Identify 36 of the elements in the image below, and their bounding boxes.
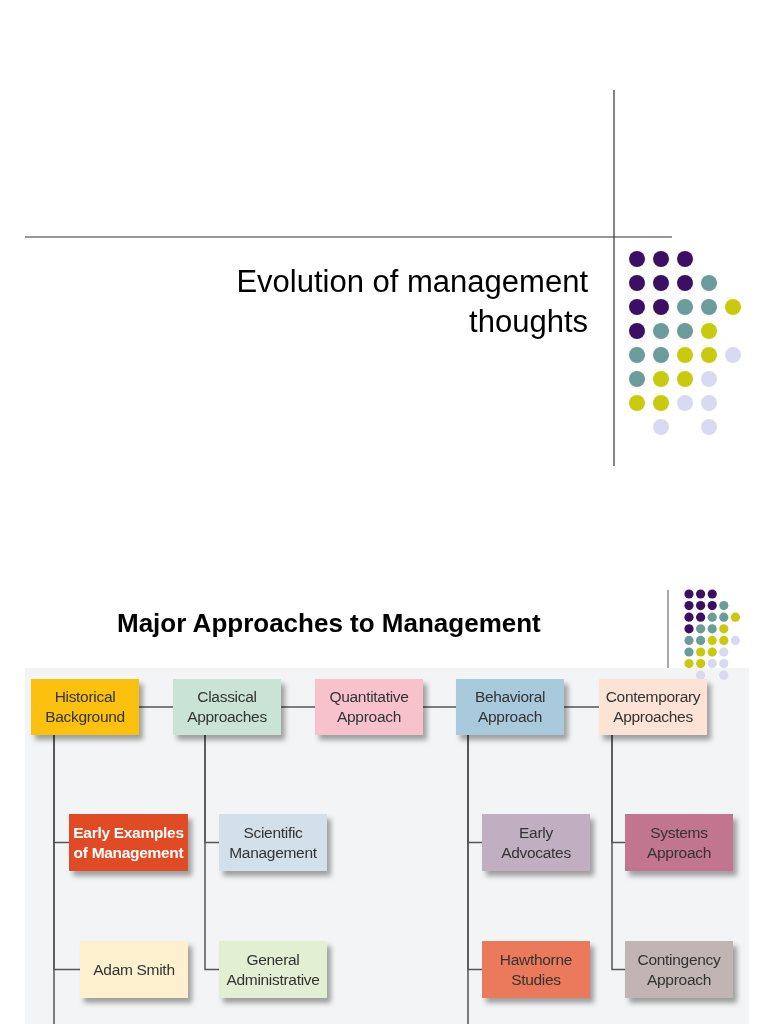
connector-line	[611, 734, 626, 971]
slide-title: Major Approaches to Management	[117, 608, 541, 639]
category-box	[625, 814, 733, 871]
category-box	[315, 679, 423, 735]
box-label: Systems Approach	[646, 822, 712, 863]
category-box	[80, 941, 188, 998]
connector-line	[204, 734, 220, 971]
box-label: Hawthorne Studies	[498, 949, 574, 990]
category-box	[599, 679, 707, 735]
connector-line	[138, 706, 174, 708]
category-box	[173, 679, 281, 735]
connector-line	[280, 706, 316, 708]
box-label: Contemporary Approaches	[604, 687, 702, 727]
connector-line	[467, 734, 469, 1024]
box-label: Behavioral Approach	[473, 687, 547, 727]
box-label: Classical Approaches	[186, 687, 268, 727]
box-label: Adam Smith	[93, 959, 175, 980]
box-label: Quantitative Approach	[328, 687, 410, 727]
category-box	[219, 941, 327, 998]
box-label: Early Advocates	[500, 822, 572, 863]
category-box	[219, 814, 327, 871]
slide-title: Evolution of management thoughts	[235, 263, 588, 341]
box-label: Contingency Approach	[636, 949, 722, 990]
category-box	[456, 679, 564, 735]
connector-line	[422, 706, 457, 708]
category-box	[625, 941, 733, 998]
category-box	[31, 679, 139, 735]
box-label: General Administrative	[225, 949, 321, 990]
connector-line	[53, 734, 55, 1024]
box-label: Early Examples of Management	[72, 822, 185, 863]
category-box	[69, 814, 188, 871]
box-label: Scientific Management	[228, 822, 318, 863]
connector-line	[563, 706, 600, 708]
box-label: Historical Background	[44, 687, 126, 727]
category-box	[482, 814, 590, 871]
category-box	[482, 941, 590, 998]
